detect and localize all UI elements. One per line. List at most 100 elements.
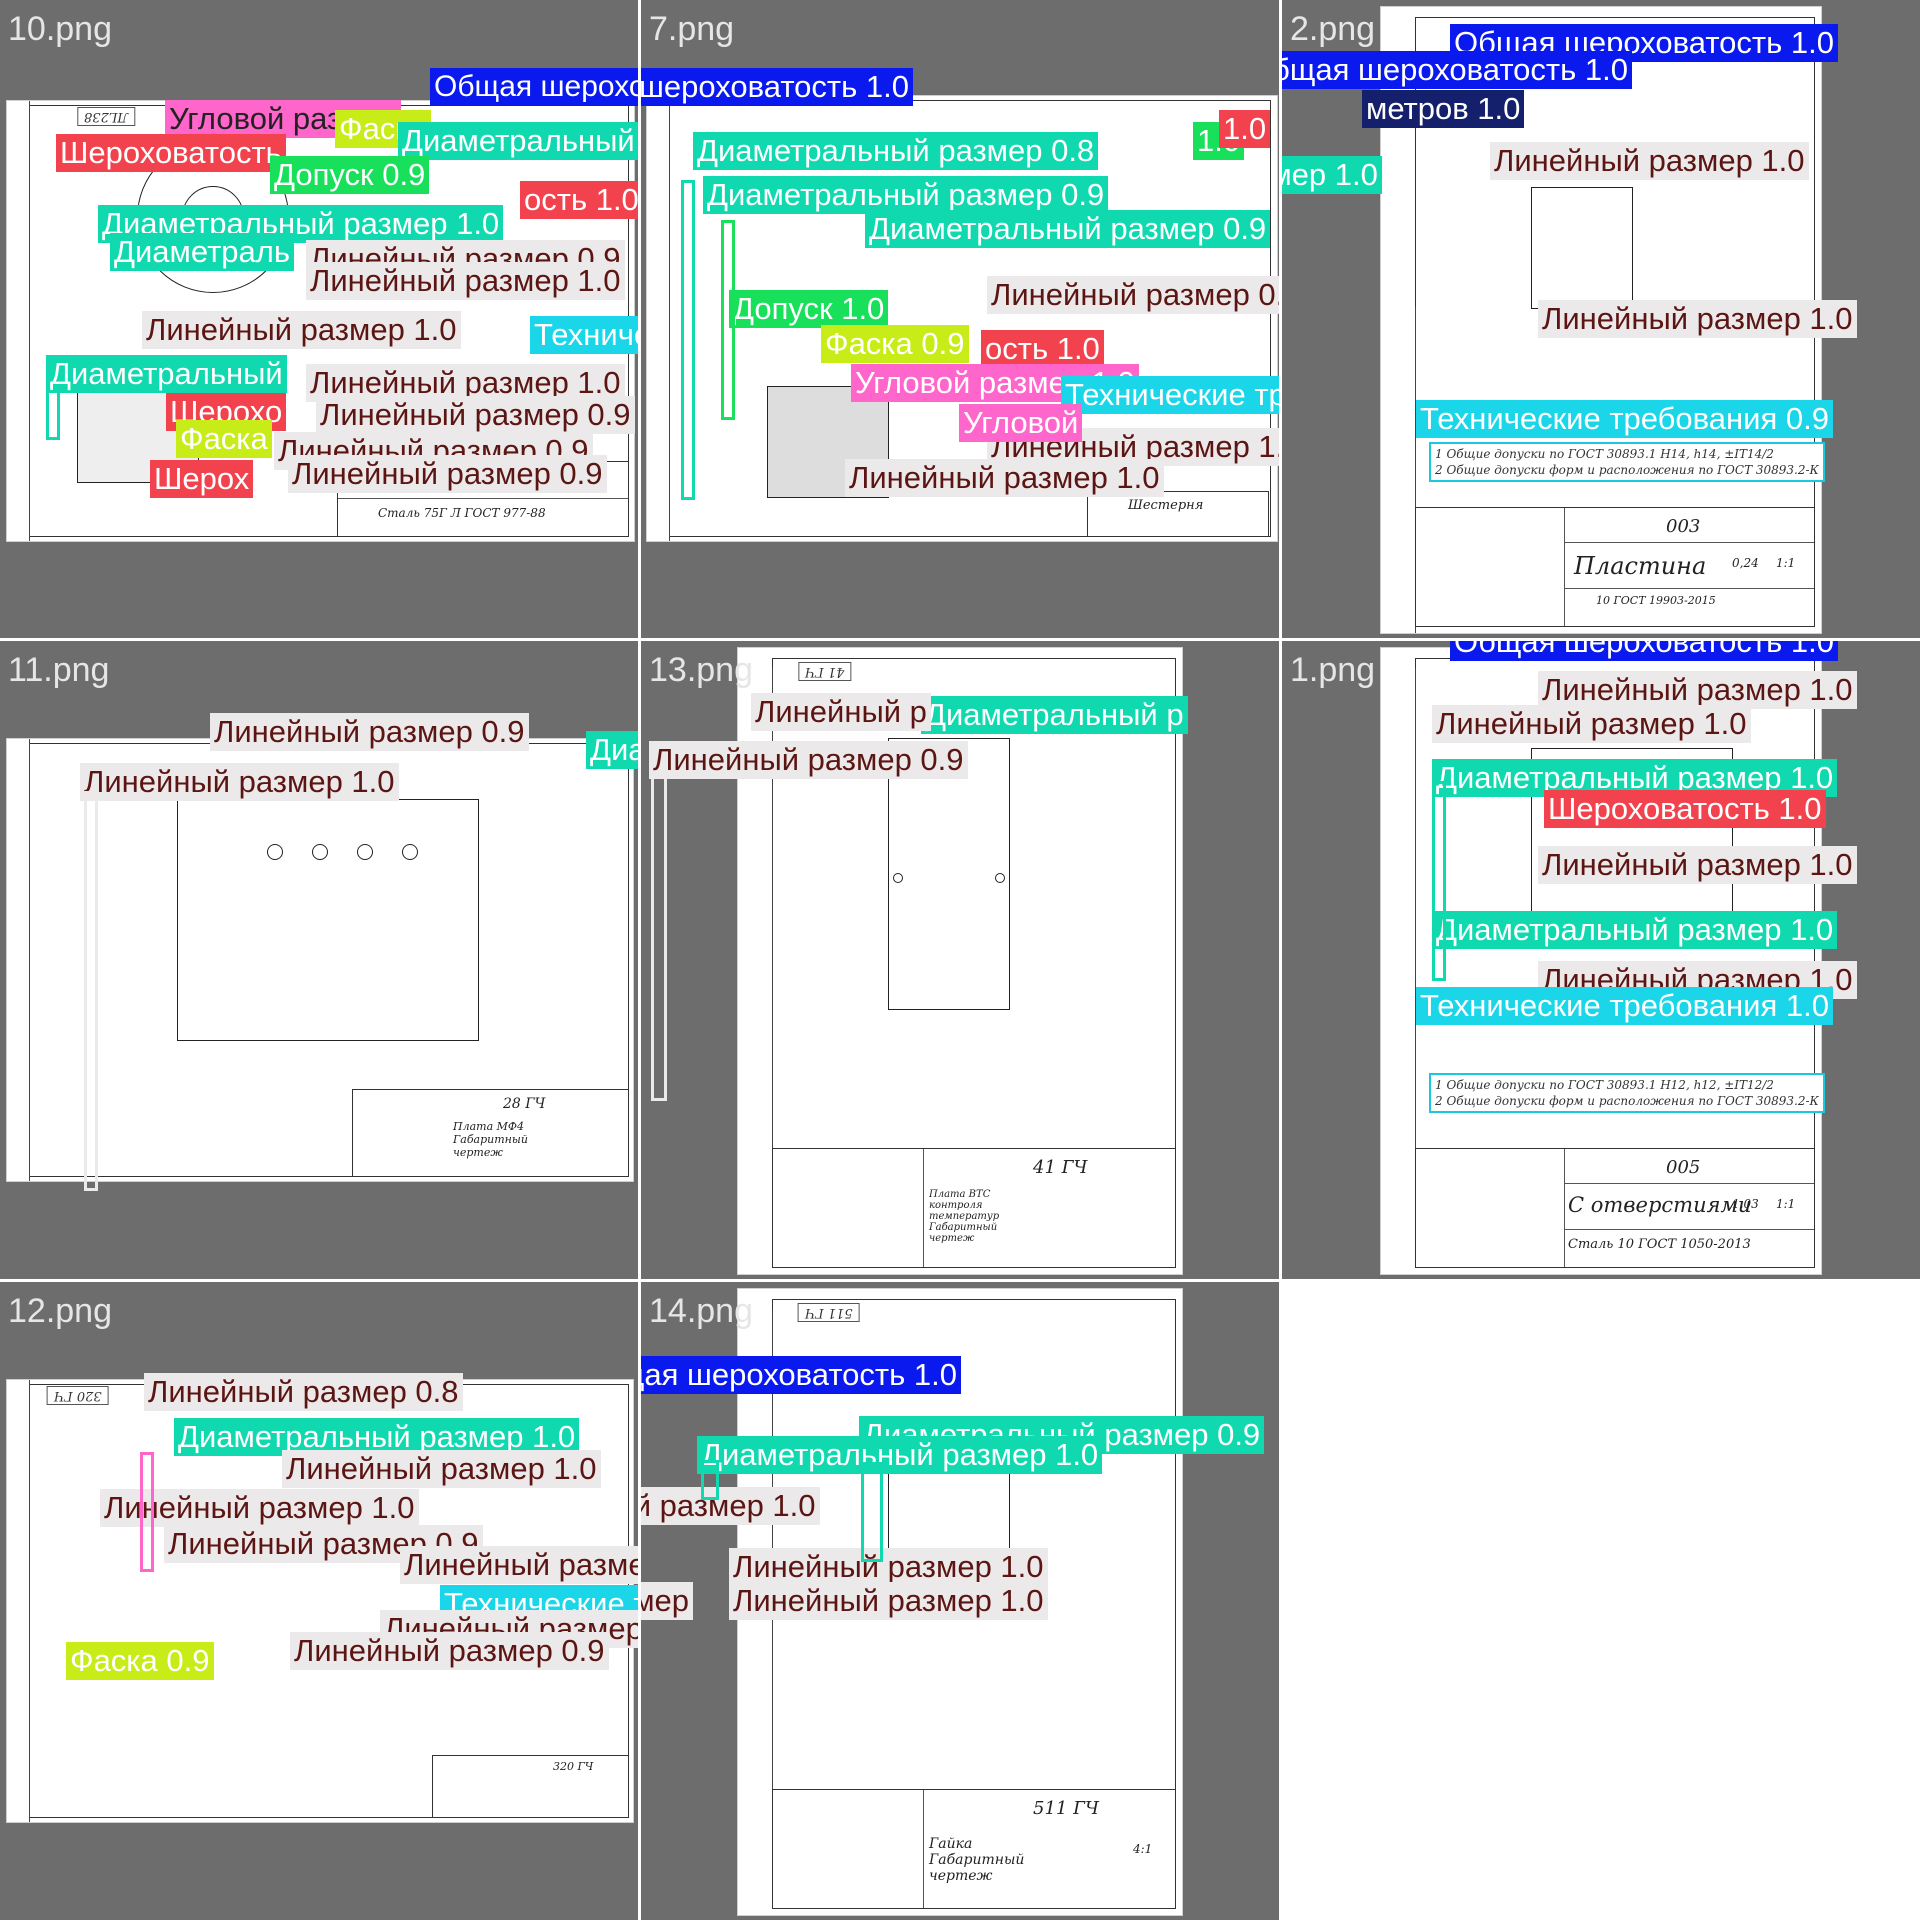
drawing-sheet: 320 ГЧ 320 ГЧ [6, 1379, 634, 1823]
title-block: 005 С отверстиями 1,03 1:1 Сталь 10 ГОСТ… [1415, 1148, 1815, 1268]
title-block: Шестерня [1087, 491, 1269, 537]
mount-hole [402, 844, 418, 860]
sheet-stamp: 41 ГЧ [1033, 1157, 1088, 1178]
part-scale: 4:1 [1133, 1842, 1153, 1856]
sheet-stamp-top: 320 ГЧ [47, 1386, 109, 1405]
title-block-divider [1564, 542, 1814, 543]
cell-filename: 1.png [1290, 651, 1376, 689]
sheet-stamp: ЛL238 [77, 107, 136, 126]
note-line: 2 Общие допуски форм и расположения по Г… [1435, 463, 1819, 477]
grid-cell-12[interactable]: 12.png 320 ГЧ 320 ГЧ Линейный размер 0.8… [0, 1282, 638, 1920]
note-line: 1 Общие допуски по ГОСТ 30893.1 Н14, h14… [1435, 447, 1774, 461]
cell-filename: 2.png [1290, 10, 1376, 48]
part-mass: 0,24 [1732, 556, 1759, 570]
title-block-divider [1564, 1229, 1814, 1230]
drawing-sheet: 1 Общие допуски по ГОСТ 30893.1 Н12, h12… [1380, 647, 1825, 1275]
cell-filename: 14.png [649, 1292, 753, 1330]
drawing-sheet: 28 ГЧ Плата МФ4 Габаритный чертеж [6, 738, 634, 1182]
nut-view [888, 1459, 1010, 1571]
mount-hole [357, 844, 373, 860]
detection-label: размер 1.0 [1282, 156, 1382, 194]
side-strip [738, 668, 773, 1268]
drawing-sheet: 1 Общие допуски по ГОСТ 30893.1 Н14, h14… [1380, 6, 1825, 634]
sheet-frame [29, 1384, 629, 1818]
grid-cell-7[interactable]: 7.png Шестерня Общая шероховатость 1.0 Д… [641, 0, 1279, 638]
side-strip [7, 1380, 30, 1822]
board-outline [888, 738, 1010, 1010]
detection-box [701, 1460, 719, 1500]
sheet-stamp: 320 ГЧ [553, 1760, 594, 1773]
sheet-stamp: 003 [1666, 516, 1701, 537]
part-name: Плата ВТС контроля температур Габаритный… [929, 1189, 1000, 1244]
plate-view [1531, 187, 1633, 309]
sheet-frame [669, 100, 1271, 537]
drawing-sheet: Шестерня [646, 95, 1278, 542]
material-label: 10 ГОСТ 19903-2015 [1596, 594, 1716, 607]
material-label: Сталь 10 ГОСТ 1050-2013 [1568, 1237, 1751, 1252]
part-name: Шестерня [1128, 498, 1204, 513]
sheet-stamp: 28 ГЧ [503, 1096, 546, 1112]
grid-cell-2[interactable]: 2.png 1 Общие допуски по ГОСТ 30893.1 Н1… [1282, 0, 1920, 638]
title-block-divider [923, 1790, 924, 1908]
tech-requirements-note: 1 Общие допуски по ГОСТ 30893.1 Н12, h12… [1429, 1073, 1825, 1113]
cell-filename: 10.png [8, 10, 112, 48]
side-strip [1381, 307, 1416, 633]
grid-cell-1[interactable]: 1.png 1 Общие допуски по ГОСТ 30893.1 Н1… [1282, 641, 1920, 1279]
part-name: Пластина [1574, 552, 1707, 580]
detection-label: змер [641, 1582, 694, 1620]
gear-section [767, 386, 889, 498]
mount-hole [893, 873, 903, 883]
cell-filename: 7.png [649, 10, 735, 48]
tech-requirements-note: 1 Общие допуски по ГОСТ 30893.1 Н14, h14… [1429, 442, 1825, 482]
title-block-divider [1564, 1183, 1814, 1184]
part-name: Гайка Габаритный чертеж [929, 1836, 1025, 1884]
drawing-sheet: 41 ГЧ 41 ГЧ Плата ВТС контроля температу… [737, 647, 1183, 1275]
title-block-divider [1564, 508, 1565, 626]
gear-hub [182, 186, 244, 248]
side-strip [738, 1309, 773, 1909]
sheet-stamp-top: 41 ГЧ [798, 662, 852, 681]
side-strip [7, 101, 30, 541]
title-block: 320 ГЧ [432, 1755, 629, 1818]
section-view [77, 391, 199, 483]
grid-cell-14[interactable]: 14.png 511 ГЧ 511 ГЧ Гайка Габаритный че… [641, 1282, 1279, 1920]
drawing-sheet: 511 ГЧ 511 ГЧ Гайка Габаритный чертеж 4:… [737, 1288, 1183, 1916]
title-block: 41 ГЧ Плата ВТС контроля температур Габа… [772, 1148, 1176, 1268]
note-line: 2 Общие допуски форм и расположения по Г… [1435, 1094, 1819, 1108]
board-outline [177, 799, 479, 1041]
mount-hole [312, 844, 328, 860]
sheet-stamp: 511 ГЧ [1033, 1798, 1099, 1819]
mount-hole [995, 873, 1005, 883]
title-block-divider [923, 1149, 924, 1267]
empty-grid-cell [1282, 1282, 1920, 1920]
mount-hole [267, 844, 283, 860]
grid-cell-10[interactable]: 10.png ЛL238 Сталь 75Г Л ГОСТ 977-88 Общ… [0, 0, 638, 638]
side-strip [1381, 668, 1416, 1268]
grid-cell-11[interactable]: 11.png 28 ГЧ Плата МФ4 Габаритный чертеж… [0, 641, 638, 1279]
part-name: Плата МФ4 Габаритный чертеж [453, 1120, 528, 1159]
side-strip [647, 96, 670, 541]
title-block-divider [1564, 588, 1814, 589]
title-block: 28 ГЧ Плата МФ4 Габаритный чертеж [352, 1089, 629, 1177]
title-block: 003 Пластина 0,24 1:1 10 ГОСТ 19903-2015 [1415, 507, 1815, 627]
title-block-divider [338, 498, 628, 499]
title-block-divider [1564, 1149, 1565, 1267]
cell-filename: 13.png [649, 651, 753, 689]
title-block: 511 ГЧ Гайка Габаритный чертеж 4:1 [772, 1789, 1176, 1909]
title-block: Сталь 75Г Л ГОСТ 977-88 [337, 461, 629, 537]
detection-box [651, 771, 667, 1101]
part-scale: 1:1 [1776, 1197, 1796, 1211]
sheet-stamp: 005 [1666, 1157, 1701, 1178]
cell-filename: 12.png [8, 1292, 112, 1330]
part-mass: 1,03 [1732, 1197, 1759, 1211]
sheet-stamp-top: 511 ГЧ [798, 1303, 860, 1322]
plate-view [1531, 748, 1733, 930]
grid-cell-13[interactable]: 13.png 41 ГЧ 41 ГЧ Плата ВТС контроля те… [641, 641, 1279, 1279]
note-line: 1 Общие допуски по ГОСТ 30893.1 Н12, h12… [1435, 1078, 1774, 1092]
drawing-sheet: ЛL238 Сталь 75Г Л ГОСТ 977-88 [6, 100, 635, 542]
part-scale: 1:1 [1776, 556, 1796, 570]
part-name: С отверстиями [1568, 1193, 1752, 1217]
side-strip [7, 739, 30, 1181]
material-label: Сталь 75Г Л ГОСТ 977-88 [378, 506, 546, 520]
cell-filename: 11.png [8, 651, 110, 689]
